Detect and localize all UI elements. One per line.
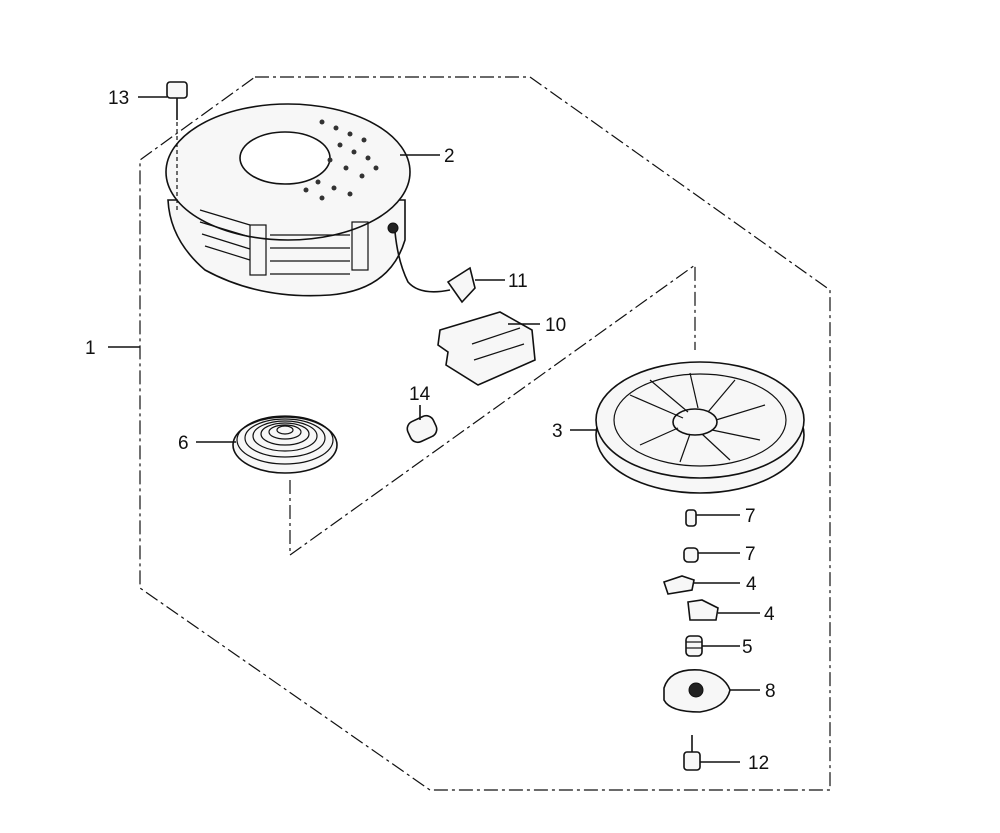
callout-7b: 7 bbox=[745, 544, 756, 565]
bolt-13 bbox=[166, 81, 188, 210]
callout-11: 11 bbox=[508, 271, 528, 292]
leader-lines bbox=[108, 96, 760, 763]
callout-8: 8 bbox=[765, 681, 776, 702]
callout-14: 14 bbox=[409, 384, 431, 405]
starter-handle-10 bbox=[437, 311, 536, 386]
callout-2: 2 bbox=[444, 146, 455, 167]
starter-grip-11 bbox=[446, 266, 476, 304]
setting-screw-12 bbox=[683, 735, 701, 771]
callout-6: 6 bbox=[178, 433, 189, 454]
pawl-spring-7b bbox=[683, 547, 699, 563]
assembly-outline bbox=[139, 76, 831, 791]
callout-13: 13 bbox=[108, 88, 129, 109]
callout-5: 5 bbox=[742, 637, 753, 658]
pawl-spring-7a bbox=[685, 509, 697, 527]
callout-10: 10 bbox=[545, 315, 566, 336]
callout-4a: 4 bbox=[746, 574, 757, 595]
callout-1: 1 bbox=[85, 338, 96, 359]
collar-14 bbox=[406, 414, 438, 444]
ratchet-4b bbox=[687, 599, 719, 621]
starter-case bbox=[165, 103, 451, 297]
ratchet-4a bbox=[662, 575, 695, 595]
callout-4b: 4 bbox=[764, 604, 775, 625]
callout-7a: 7 bbox=[745, 506, 756, 527]
callout-12: 12 bbox=[748, 753, 769, 774]
spiral-spring-6 bbox=[232, 415, 338, 474]
friction-spring-5 bbox=[685, 635, 703, 657]
friction-plate-8 bbox=[663, 669, 731, 713]
subassembly-outline bbox=[289, 263, 696, 557]
callout-3: 3 bbox=[552, 421, 563, 442]
reel-3 bbox=[595, 361, 805, 494]
